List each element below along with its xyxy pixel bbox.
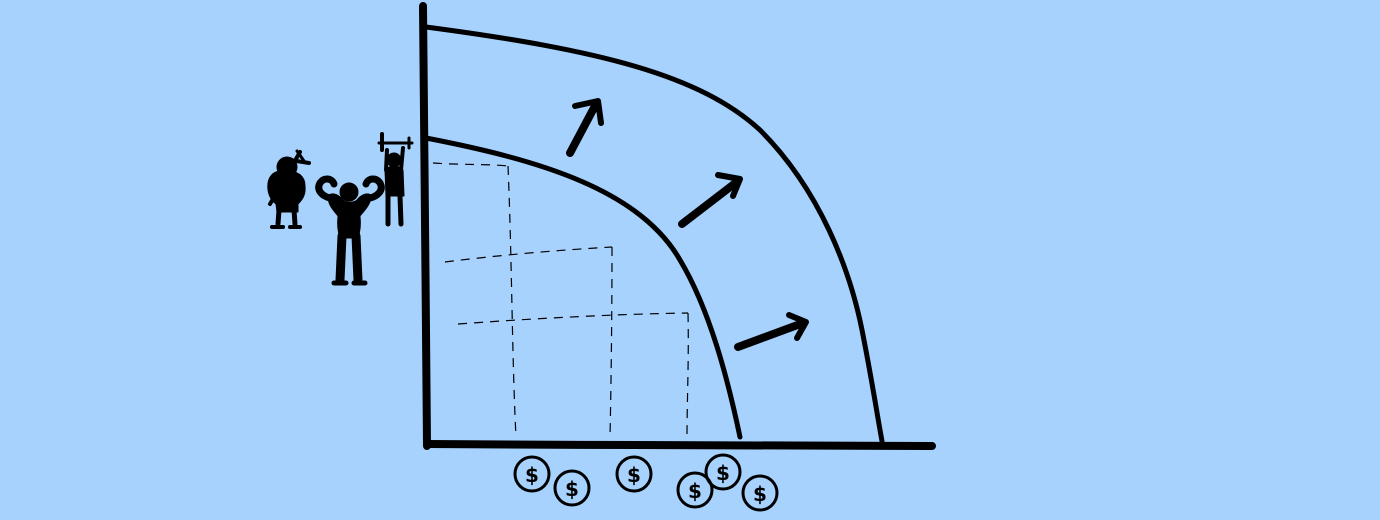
shift-arrows [566,98,809,351]
inner-frontier-curve [423,135,743,440]
dollar-sign: $ [565,477,579,501]
dollar-coin-icon: $ [676,471,714,509]
dollar-sign: $ [716,461,730,485]
arrow-up-right-icon [566,98,604,157]
dollar-coin-icon: $ [513,455,551,493]
dollar-sign: $ [753,482,767,506]
dollar-sign: $ [627,463,641,487]
frontier-curves [423,24,885,444]
guide-v2 [609,246,613,438]
dollar-sign: $ [525,463,539,487]
guide-v3 [686,312,689,438]
guide-v1 [507,165,517,438]
guide-h2 [444,246,613,263]
arrow-up-right-icon [734,312,809,351]
dollar-sign: $ [688,479,702,503]
dollar-coin-icon: $ [741,474,779,512]
strongman-flexing-icon [315,175,385,286]
guide-h3 [457,312,689,325]
guide-h1 [432,162,509,167]
x-axis [423,440,936,450]
weightlifter-icon [377,132,414,227]
labor-figures [267,132,414,286]
axes [419,2,936,450]
outer-frontier-curve [423,24,885,444]
dollar-coin-icon: $ [553,469,591,507]
worker-with-pickaxe-icon [267,149,311,229]
dollar-coin-icon: $ [615,455,653,493]
money-coins: $ $ $ $ $ $ [513,453,779,512]
dashed-guides [432,162,689,438]
y-axis [419,2,431,450]
dollar-coin-icon: $ [704,453,742,491]
arrow-up-right-icon [678,172,743,228]
